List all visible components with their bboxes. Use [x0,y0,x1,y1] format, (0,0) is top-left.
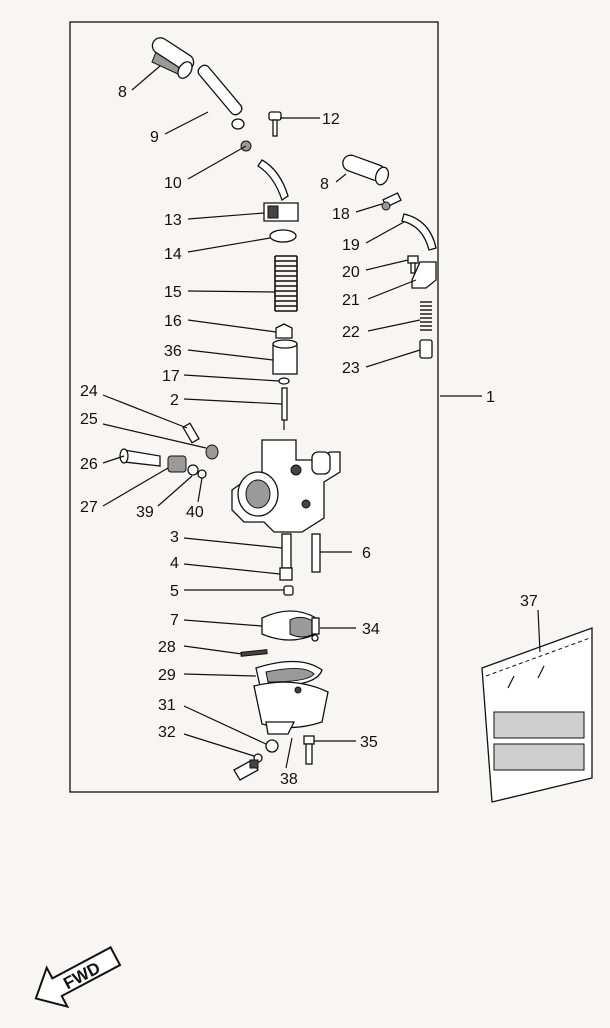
callout-32: 32 [158,724,176,741]
grip-part-8 [151,37,195,79]
grip-part-8b [342,154,390,186]
leader-lines [102,65,541,769]
callout-19: 19 [342,237,360,254]
spring-part-22 [420,301,432,331]
callout-40: 40 [186,504,204,521]
callout-17: 17 [162,368,180,385]
callout-37: 37 [520,593,538,610]
tube-part-9 [197,64,245,130]
callout-28: 28 [158,639,176,656]
clip-part-17 [278,377,290,385]
callout-27: 27 [80,499,98,516]
float-valve-part-34 [311,617,320,642]
callout-9: 9 [150,129,159,146]
jet-part-4 [279,567,293,581]
oring-part-40 [197,469,207,479]
retainer-part-16 [275,323,293,339]
callout-8: 8 [118,84,127,101]
callout-12: 12 [322,111,340,128]
callout-18: 18 [332,206,350,223]
callout-26: 26 [80,456,98,473]
callout-31: 31 [158,697,176,714]
spring-part-25 [205,444,219,460]
callout-34: 34 [362,621,380,638]
callout-21: 21 [342,292,360,309]
callout-5: 5 [170,583,179,600]
callout-23: 23 [342,360,360,377]
washer-part-39 [187,464,199,476]
carburetor-body [231,439,341,533]
jet-part-3 [281,533,292,569]
callout-15: 15 [164,284,182,301]
callout-3: 3 [170,529,179,546]
fwd-arrow-icon: FWD [34,946,122,1009]
spring-part-27 [167,455,187,473]
throttle-valve-part-36 [272,339,298,375]
drain-plug-part-38 [233,759,259,781]
callout-39: 39 [136,504,154,521]
bag-part-37 [481,627,593,803]
callout-1: 1 [486,389,495,406]
callout-6: 6 [362,545,371,562]
cap-part-13 [257,159,299,222]
callout-20: 20 [342,264,360,281]
spring-part-15 [274,255,298,312]
callout-7: 7 [170,612,179,629]
callout-25: 25 [80,411,98,428]
assembly-frame [69,21,439,793]
screw-part-12 [268,111,282,137]
callout-10: 10 [164,175,182,192]
screw-part-35 [303,735,315,765]
gasket-part-14 [269,229,297,243]
cable-part-19 [401,213,437,251]
screw-part-20 [407,255,419,274]
callout-2: 2 [170,392,179,409]
fitting-part-18 [381,192,402,211]
callout-16: 16 [164,313,182,330]
screw-part-24 [182,422,200,444]
callout-8b: 8 [320,176,329,193]
float-bowl [253,681,329,735]
callout-4: 4 [170,555,179,572]
callout-29: 29 [158,667,176,684]
needle-part-2 [281,387,288,430]
screw-part-26 [119,448,161,467]
callout-35: 35 [360,734,378,751]
callout-38: 38 [280,771,298,788]
plunger-part-23 [419,339,433,359]
oring-part-31 [265,739,279,753]
callout-36: 36 [164,343,182,360]
screw-part-6 [311,533,321,573]
callout-14: 14 [164,246,182,263]
jet-part-5 [283,585,294,596]
float-part-7 [261,610,317,641]
lever-part-21 [411,261,437,289]
pin-part-28 [240,649,268,657]
callout-22: 22 [342,324,360,341]
callout-24: 24 [80,383,98,400]
callout-13: 13 [164,212,182,229]
